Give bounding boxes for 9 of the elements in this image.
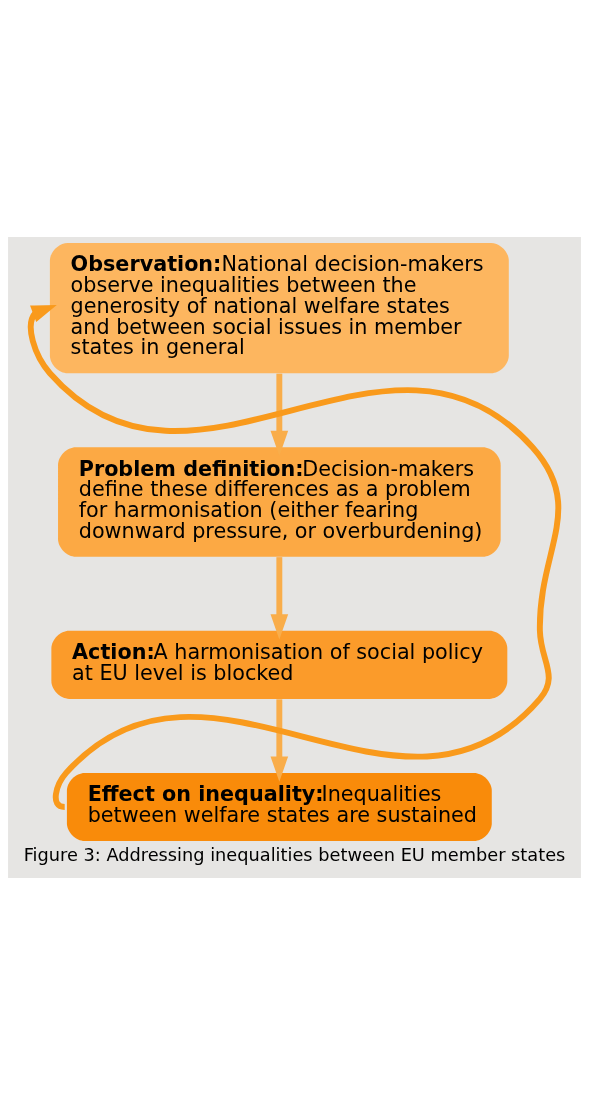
arrow (270, 699, 289, 782)
arrow (270, 557, 289, 640)
caption: Figure 3: Addressing inequalities between EU member states (23, 845, 566, 866)
node-box: Effect on inequality:Inequalities between welfare states are sustained (66, 772, 492, 841)
node-box: Problem definition:Decision-makers define these differences as a problem for harmonisation (either fearing downward pressure, or overburdening) (58, 447, 501, 557)
arrow (27, 304, 562, 809)
arrow (270, 373, 289, 456)
node-box: Observation:National decision-makers observe inequalities between the generosity of national welfare states and between social issues in member states in general (49, 242, 509, 374)
node-box: Action:A harmonisation of social policy at EU level is blocked (51, 630, 508, 699)
